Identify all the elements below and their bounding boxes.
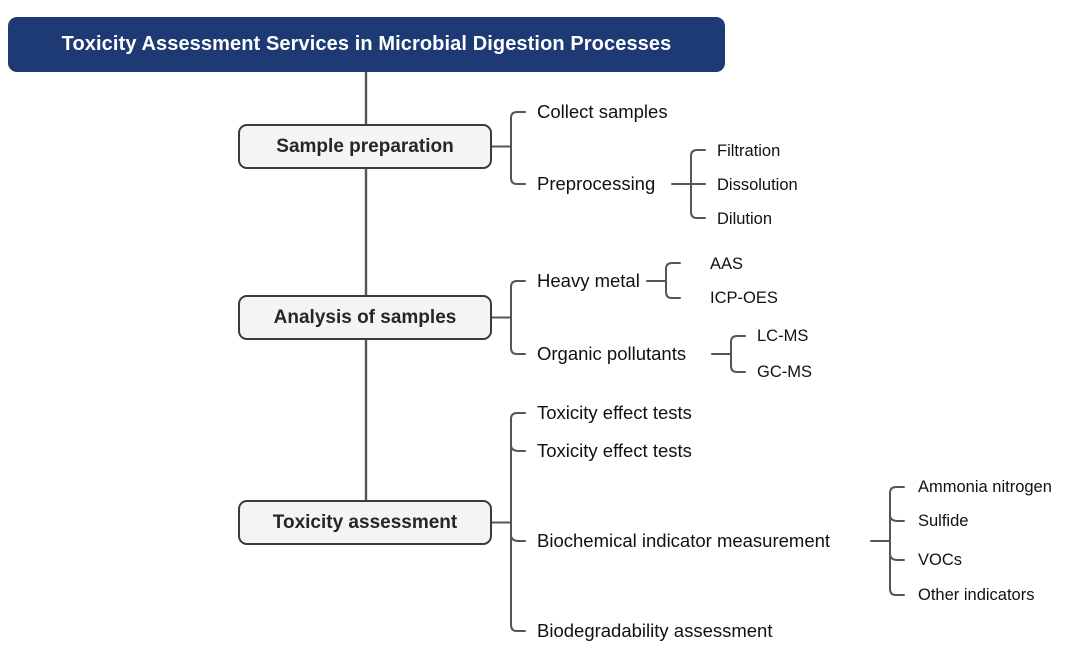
leaf-filtration[interactable]: Filtration (717, 142, 781, 160)
node-label: Sample preparation (276, 135, 454, 157)
leaf-sulfide[interactable]: Sulfide (918, 512, 969, 530)
branch-organic-pollutants[interactable]: Organic pollutants (537, 343, 687, 364)
branch-biochemical-indicator-measurement[interactable]: Biochemical indicator measurement (537, 530, 831, 551)
node-analysis-of-samples[interactable]: Analysis of samples (238, 295, 492, 340)
page-title: Toxicity Assessment Services in Microbia… (61, 33, 672, 55)
leaf-icp-oes[interactable]: ICP-OES (710, 289, 778, 307)
leaf-gc-ms[interactable]: GC-MS (757, 363, 812, 381)
leaf-vocs[interactable]: VOCs (918, 551, 963, 569)
leaf-dissolution[interactable]: Dissolution (717, 176, 798, 194)
node-label: Toxicity assessment (272, 511, 458, 533)
leaf-ammonia-nitrogen[interactable]: Ammonia nitrogen (918, 478, 1052, 496)
diagram-title-banner: Toxicity Assessment Services in Microbia… (8, 17, 725, 72)
branch-biodegradability-assessment[interactable]: Biodegradability assessment (537, 620, 773, 641)
leaf-lc-ms[interactable]: LC-MS (757, 327, 809, 345)
leaf-aas[interactable]: AAS (710, 255, 744, 273)
leaf-dilution[interactable]: Dilution (717, 210, 773, 228)
node-label: Analysis of samples (273, 306, 457, 328)
branch-preprocessing[interactable]: Preprocessing (537, 173, 656, 194)
node-toxicity-assessment[interactable]: Toxicity assessment (238, 500, 492, 545)
branch-collect-samples[interactable]: Collect samples (537, 101, 668, 122)
branch-toxicity-effect-tests-1[interactable]: Toxicity effect tests (537, 402, 692, 423)
branch-heavy-metal[interactable]: Heavy metal (537, 270, 640, 291)
branch-toxicity-effect-tests-2[interactable]: Toxicity effect tests (537, 440, 692, 461)
node-sample-preparation[interactable]: Sample preparation (238, 124, 492, 169)
leaf-other-indicators[interactable]: Other indicators (918, 586, 1035, 604)
